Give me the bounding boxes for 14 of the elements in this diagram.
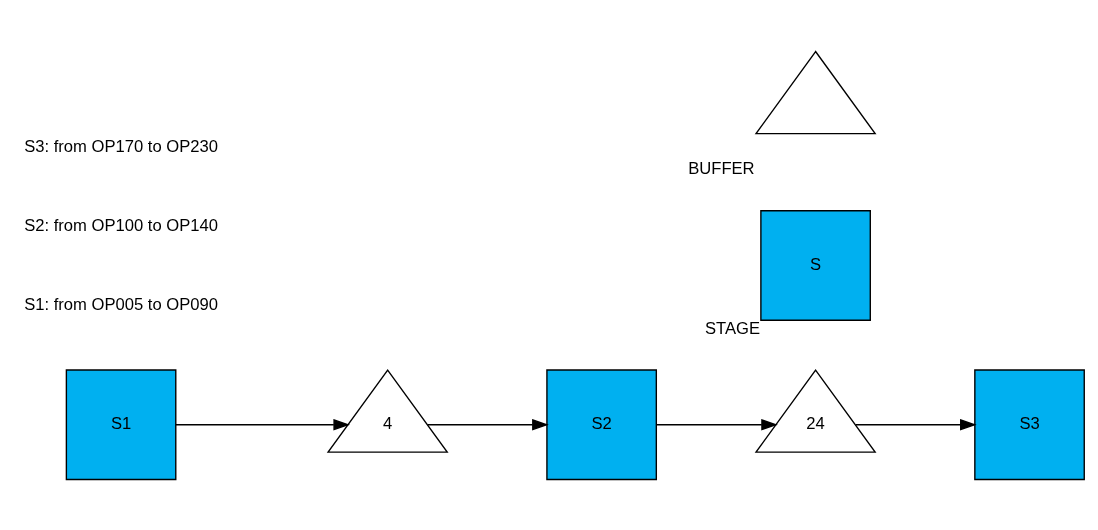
label: S1: from OP005 to OP090 [24,294,219,314]
node-label: BUFFER [688,158,755,178]
label: S2: from OP100 to OP140 [24,215,219,235]
arrow [427,418,549,431]
node-box: S3 [974,368,1085,480]
arrow [656,418,778,431]
node-triangle [754,49,877,134]
label: S3: from OP170 to OP230 [24,136,219,156]
node-box: S [760,209,871,321]
node-box: S1 [65,368,177,480]
arrow [175,418,350,431]
node-box: S2 [546,368,658,480]
arrow [855,418,977,431]
node-label: STAGE [704,318,761,337]
